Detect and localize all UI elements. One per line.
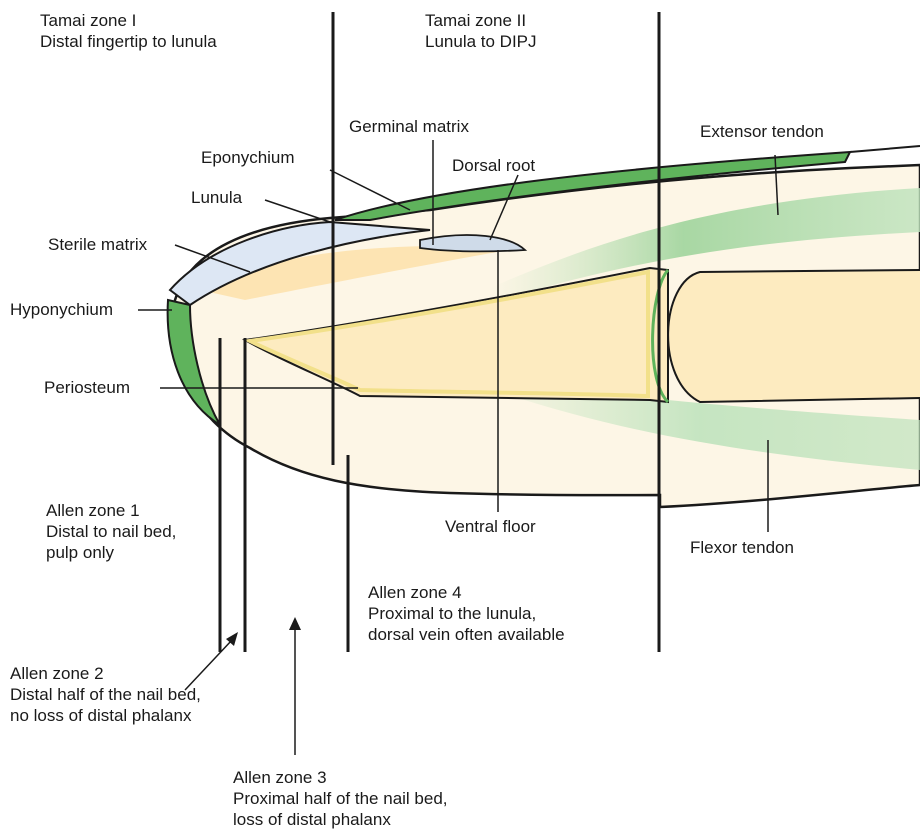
tamai-zone-1-desc: Distal fingertip to lunula xyxy=(40,31,217,52)
allen-zone-3-block: Allen zone 3 Proximal half of the nail b… xyxy=(233,767,448,830)
allen-zone-4-line1: Proximal to the lunula, xyxy=(368,603,565,624)
extensor-tendon-label: Extensor tendon xyxy=(700,121,824,142)
eponychium-label: Eponychium xyxy=(201,147,295,168)
allen-zone-4-line2: dorsal vein often available xyxy=(368,624,565,645)
allen-zone-2-line2: no loss of distal phalanx xyxy=(10,705,201,726)
dorsal-skin-line xyxy=(850,146,920,152)
ventral-floor-label: Ventral floor xyxy=(445,516,536,537)
allen-zone-2-title: Allen zone 2 xyxy=(10,663,201,684)
germinal-matrix-label: Germinal matrix xyxy=(349,116,469,137)
allen-zone-1-line1: Distal to nail bed, xyxy=(46,521,176,542)
allen-zone-2-block: Allen zone 2 Distal half of the nail bed… xyxy=(10,663,201,726)
tamai-zone-1-block: Tamai zone I Distal fingertip to lunula xyxy=(40,10,217,52)
dorsal-root-label: Dorsal root xyxy=(452,155,535,176)
allen-zone-1-block: Allen zone 1 Distal to nail bed, pulp on… xyxy=(46,500,176,563)
allen-zone-3-arrow xyxy=(289,617,301,755)
allen-zone-1-title: Allen zone 1 xyxy=(46,500,176,521)
periosteum-label: Periosteum xyxy=(44,377,130,398)
allen-zone-3-title: Allen zone 3 xyxy=(233,767,448,788)
tamai-zone-2-title: Tamai zone II xyxy=(425,10,537,31)
lunula-label: Lunula xyxy=(191,187,242,208)
sterile-matrix-label: Sterile matrix xyxy=(48,234,147,255)
allen-zone-3-line1: Proximal half of the nail bed, xyxy=(233,788,448,809)
tamai-zone-2-block: Tamai zone II Lunula to DIPJ xyxy=(425,10,537,52)
allen-zone-3-line2: loss of distal phalanx xyxy=(233,809,448,830)
allen-zone-2-line1: Distal half of the nail bed, xyxy=(10,684,201,705)
middle-phalanx xyxy=(668,270,920,402)
allen-zone-4-block: Allen zone 4 Proximal to the lunula, dor… xyxy=(368,582,565,645)
flexor-tendon-label: Flexor tendon xyxy=(690,537,794,558)
tamai-zone-2-desc: Lunula to DIPJ xyxy=(425,31,537,52)
hyponychium-label: Hyponychium xyxy=(10,299,113,320)
allen-zone-4-title: Allen zone 4 xyxy=(368,582,565,603)
allen-zone-1-line2: pulp only xyxy=(46,542,176,563)
tamai-zone-1-title: Tamai zone I xyxy=(40,10,217,31)
